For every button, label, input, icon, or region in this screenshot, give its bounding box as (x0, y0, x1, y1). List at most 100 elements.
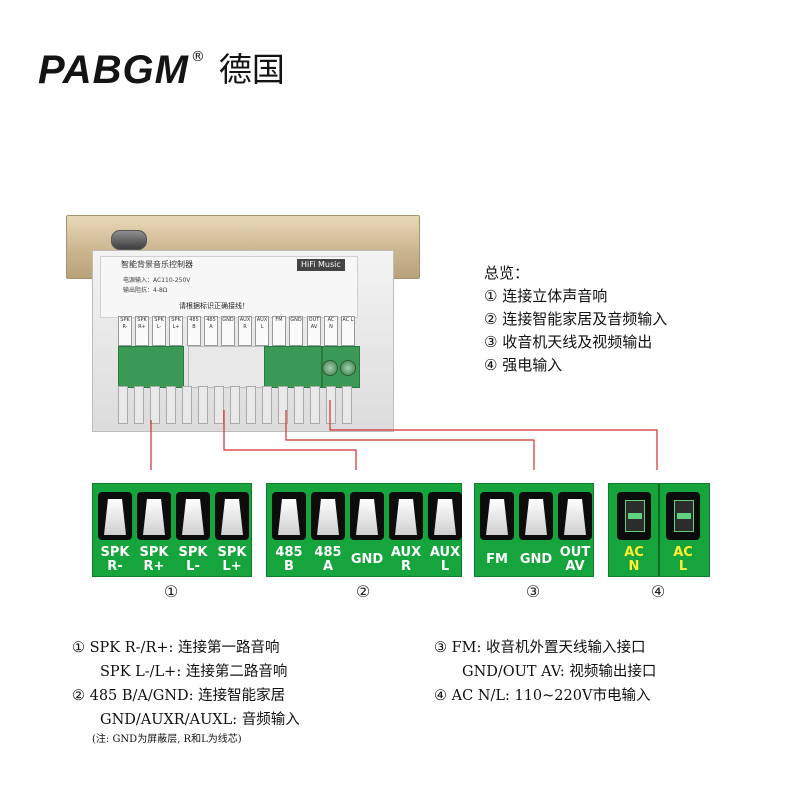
device-pin-label: SPK L+ (169, 316, 183, 346)
device-pin-label: AUX L (255, 316, 269, 346)
device-fin (262, 386, 272, 424)
terminal-pin-label-top: AUX (429, 545, 461, 560)
note-line: GND/OUT AV: 视频输出接口 (462, 664, 657, 680)
summary: 总览： ① 连接立体声音响 ② 连接智能家居及音频输入 ③ 收音机天线及视频输出… (484, 262, 784, 377)
terminal-slot (480, 492, 514, 540)
device-pin-label: AC N (324, 316, 338, 346)
device-warning: 请根据标识正确接线！ (179, 302, 249, 310)
device-hifi-badge: HiFi Music (297, 259, 345, 271)
device-pin-label: AUX R (238, 316, 252, 346)
terminal-pin-label-bottom: A (322, 559, 334, 574)
device-fin (230, 386, 240, 424)
terminal-pin-label-top: FM (486, 552, 508, 567)
device-pin-label: SPK L- (152, 316, 166, 346)
terminal-slot (98, 492, 132, 540)
device-fin (214, 386, 224, 424)
terminal-slot (272, 492, 306, 540)
terminal-slot (350, 492, 384, 540)
terminal-slot-insert (221, 499, 243, 535)
terminal-slot-insert (395, 499, 417, 535)
brand-logo: PABGM (38, 48, 189, 92)
summary-item: ③ 收音机天线及视频输出 (484, 333, 653, 351)
terminal-pin-label-top: OUT (559, 545, 591, 560)
terminal-slot (558, 492, 592, 540)
terminal-pin-label: FM (477, 553, 517, 567)
terminal-pin-label-bottom: L+ (222, 559, 242, 574)
device-pin-label: GND (289, 316, 303, 346)
device-fin (182, 386, 192, 424)
terminal-pin-label-top: SPK (178, 545, 208, 560)
note-line: ① SPK R-/R+: 连接第一路音响 (72, 640, 280, 656)
note-line: ④ AC N/L: 110~220V市电输入 (434, 688, 651, 704)
terminal-slot-insert (356, 499, 378, 535)
device-terminals (118, 346, 360, 388)
terminal-pin-label-top: SPK (139, 545, 169, 560)
screw-icon (322, 360, 338, 376)
terminal-slot-insert (525, 499, 547, 535)
device-fin (134, 386, 144, 424)
device-terminal-spk (118, 346, 184, 388)
summary-item: ④ 强电输入 (484, 356, 563, 374)
terminal-pin-label-top: SPK (100, 545, 130, 560)
device-label: 智能背景音乐控制器 HiFi Music 电源输入：AC110-250V 输出阻… (100, 256, 358, 318)
terminal-slot (389, 492, 423, 540)
terminal-slot (311, 492, 345, 540)
device-pin-label: SPK R- (118, 316, 132, 346)
registered-mark: ® (190, 49, 205, 65)
device-fin (246, 386, 256, 424)
device-fin (150, 386, 160, 424)
terminal-pin-label-bottom: L (678, 559, 688, 574)
terminal-pin-label-bottom: L (440, 559, 450, 574)
note-line: GND/AUXR/AUXL: 音频输入 (100, 712, 300, 728)
block-divider (658, 484, 660, 576)
terminal-pin-label-bottom: R+ (143, 559, 165, 574)
device-fin (326, 386, 336, 424)
terminal-slot-insert (674, 500, 694, 532)
device-power-spec: 电源输入：AC110-250V (123, 277, 191, 284)
terminal-slot-insert (625, 500, 645, 532)
device-fins (118, 386, 358, 424)
terminal-slot-insert (182, 499, 204, 535)
device-pin-label: 485 A (204, 316, 218, 346)
terminal-slot (617, 492, 651, 540)
terminal-slot-insert (104, 499, 126, 535)
terminal-slot-insert (278, 499, 300, 535)
terminal-pin-label: GND (516, 553, 556, 567)
device-pin-label: SPK R+ (135, 316, 149, 346)
block-number-4: ④ (650, 582, 666, 601)
terminal-pin-label-bottom: N (628, 559, 640, 574)
terminal-pin-label-top: SPK (217, 545, 247, 560)
device-pin-label: GND (221, 316, 235, 346)
device-fin (310, 386, 320, 424)
device-fin (198, 386, 208, 424)
terminal-slot (176, 492, 210, 540)
device-fin (278, 386, 288, 424)
summary-item: ② 连接智能家居及音频输入 (484, 310, 668, 328)
terminal-pin-label-top: GND (519, 552, 553, 567)
note-footnote: (注: GND为屏蔽层, R和L为线芯) (92, 734, 242, 745)
block-number-2: ② (355, 582, 371, 601)
terminal-slot (137, 492, 171, 540)
device-impedance-spec: 输出阻抗：4-8Ω (123, 287, 168, 294)
terminal-slot-insert (317, 499, 339, 535)
terminal-slot (666, 492, 700, 540)
summary-title: 总览： (484, 264, 530, 282)
device-slider-icon (111, 230, 147, 250)
summary-item: ① 连接立体声音响 (484, 287, 608, 305)
terminal-pin-label-bottom: L- (186, 559, 200, 574)
device-fin (342, 386, 352, 424)
device-fin (294, 386, 304, 424)
terminal-slot-insert (434, 499, 456, 535)
terminal-pin-label-top: AUX (390, 545, 422, 560)
